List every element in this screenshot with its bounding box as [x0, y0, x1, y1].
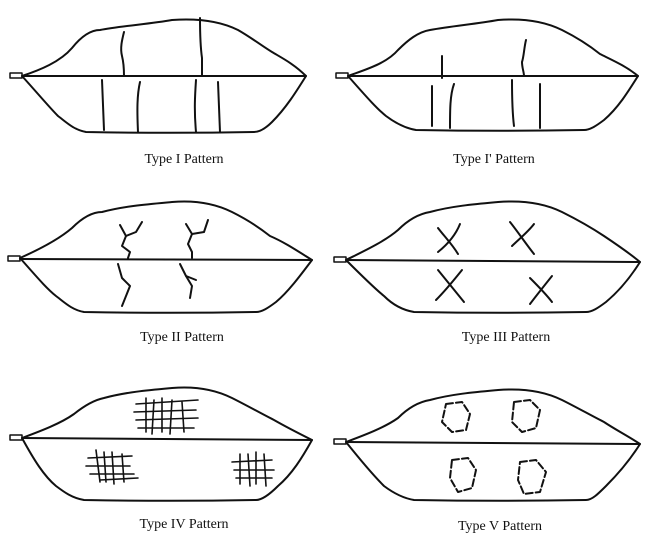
stub-axis	[334, 257, 640, 262]
crack-lines	[436, 222, 552, 304]
stub-axis	[10, 435, 312, 440]
panel-outline	[346, 389, 640, 500]
crack-lines	[432, 40, 540, 128]
caption-type-iii: Type III Pattern	[386, 330, 626, 346]
panel-outline	[346, 201, 640, 312]
panel-type-iii	[334, 201, 640, 312]
panel-type-ii	[8, 201, 312, 312]
panel-type-iv	[10, 387, 312, 500]
stub-axis	[8, 256, 312, 261]
caption-type-i: Type I Pattern	[64, 152, 304, 168]
stub-axis	[334, 439, 640, 444]
caption-type-iv: Type IV Pattern	[64, 517, 304, 533]
panel-outline	[20, 201, 312, 312]
crack-lines	[118, 220, 208, 306]
caption-type-ii: Type II Pattern	[62, 330, 302, 346]
panel-type-i-prime	[336, 19, 638, 130]
panel-type-i	[10, 18, 306, 133]
caption-type-v: Type V Pattern	[380, 519, 620, 535]
stub-axis	[336, 73, 638, 78]
stub-axis	[10, 73, 306, 78]
crack-lines	[86, 398, 274, 486]
caption-type-i-prime: Type I' Pattern	[374, 152, 614, 168]
panel-type-v	[334, 389, 640, 500]
panel-outline	[22, 387, 312, 500]
crack-rings	[442, 400, 546, 494]
